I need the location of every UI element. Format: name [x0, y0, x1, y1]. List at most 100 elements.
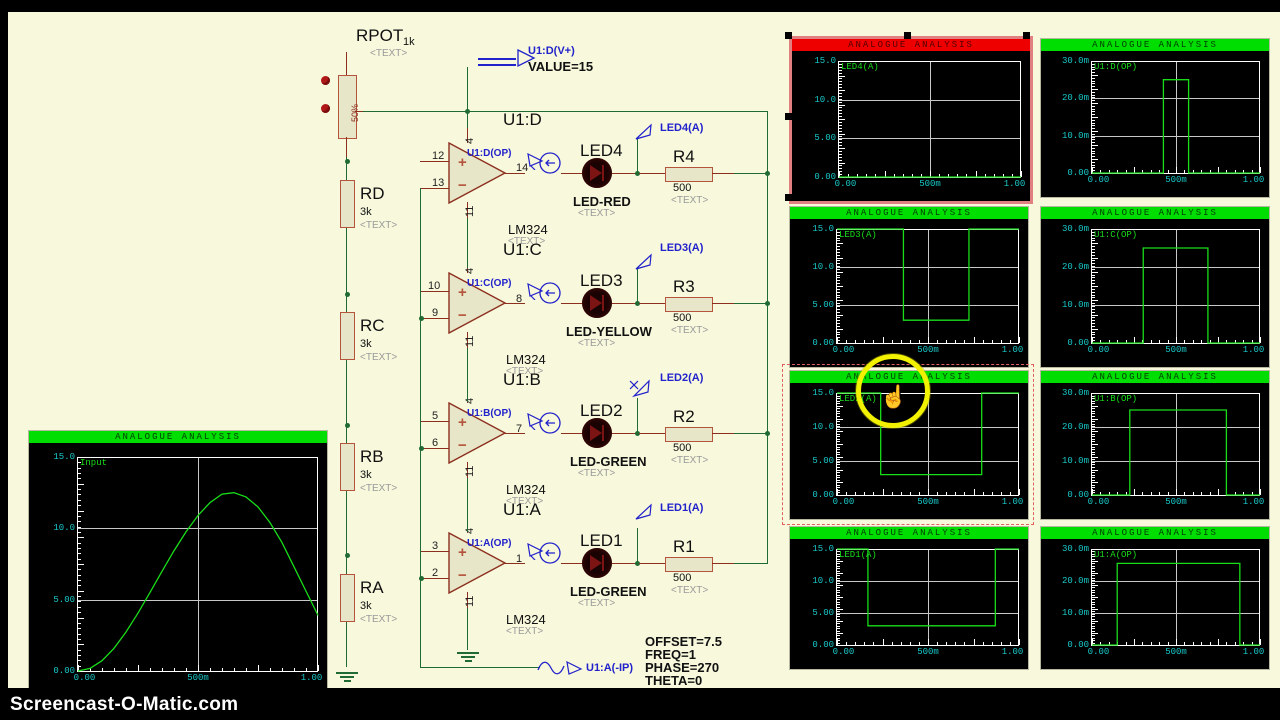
selection-handle[interactable]	[785, 113, 792, 120]
axis-minor-tick	[837, 308, 840, 310]
axis-minor-tick	[1234, 492, 1236, 495]
axis-minor-tick	[1176, 489, 1177, 495]
schematic-canvas[interactable]: RPOT 1k <TEXT> 50% U1:D(V+) VALUE=15 RD …	[8, 12, 1280, 688]
axis-minor-tick	[1234, 170, 1236, 173]
rd-body[interactable]	[340, 180, 355, 228]
axis-minor-tick	[1117, 170, 1119, 173]
u1d-pin-vplus: 4	[464, 137, 476, 144]
r3-body[interactable]	[665, 297, 713, 312]
axis-minor-tick	[1092, 97, 1095, 99]
axis-minor-tick	[1092, 243, 1098, 245]
graph-title-bar[interactable]: ANALOGUE ANALYSIS	[792, 39, 1030, 51]
axis-minor-tick	[955, 340, 957, 343]
axis-minor-tick	[1234, 340, 1236, 343]
axis-minor-tick	[902, 174, 904, 177]
y-axis-tick: 30.0m	[1061, 56, 1089, 66]
led2-ref: LED2	[580, 401, 623, 420]
ra-body[interactable]	[340, 574, 355, 622]
led1-symbol[interactable]	[582, 548, 612, 578]
graph-title-bar[interactable]: ANALOGUE ANALYSIS	[790, 527, 1028, 539]
axis-minor-tick	[1134, 337, 1135, 343]
axis-minor-tick	[1134, 167, 1135, 173]
axis-minor-tick	[1092, 300, 1098, 302]
selection-handle[interactable]	[1023, 113, 1030, 120]
led4-symbol[interactable]	[582, 158, 612, 188]
axis-minor-tick	[837, 288, 840, 290]
axis-minor-tick	[837, 451, 840, 453]
selection-handle[interactable]	[785, 32, 792, 39]
graph-title-bar[interactable]: ANALOGUE ANALYSIS	[1041, 527, 1269, 539]
selection-handle[interactable]	[1023, 32, 1030, 39]
pot-terminal-bottom	[321, 104, 330, 113]
axis-minor-tick	[1167, 340, 1169, 343]
axis-minor-tick	[78, 473, 81, 475]
axis-minor-tick	[1092, 479, 1095, 481]
axis-minor-tick	[909, 340, 911, 343]
graph-title-bar[interactable]: ANALOGUE ANALYSIS	[1041, 371, 1269, 383]
axis-minor-tick	[837, 616, 840, 618]
axis-minor-tick	[1092, 601, 1095, 603]
y-axis-tick: 20.0m	[1061, 422, 1089, 432]
axis-minor-tick	[1092, 75, 1098, 76]
axis-minor-tick	[837, 263, 840, 265]
axis-minor-tick	[1092, 489, 1093, 495]
axis-minor-tick	[1134, 639, 1135, 645]
graph-title-bar[interactable]: ANALOGUE ANALYSIS	[1041, 39, 1269, 51]
rpot-percent: 50%	[350, 103, 360, 122]
graph-legend: LED4(A)	[841, 62, 879, 72]
axis-minor-tick	[1100, 340, 1102, 343]
x-axis-tick: 0.00	[832, 345, 855, 355]
axis-minor-tick	[78, 515, 81, 517]
r2-body[interactable]	[665, 427, 713, 442]
plot-frame-right	[1259, 229, 1260, 343]
axis-minor-tick	[837, 461, 840, 463]
graph-legend: Input	[80, 458, 108, 468]
rc-body[interactable]	[340, 312, 355, 360]
axis-minor-tick	[1092, 431, 1098, 433]
selection-handle[interactable]	[904, 194, 911, 201]
graph-title-bar[interactable]: ANALOGUE ANALYSIS	[29, 431, 327, 443]
x-axis-tick: 0.00	[1087, 497, 1110, 507]
axis-minor-tick	[78, 462, 81, 464]
u1b-current-probe-icon	[539, 412, 561, 434]
axis-minor-tick	[1092, 395, 1095, 397]
selection-handle[interactable]	[785, 194, 792, 201]
x-axis-tick: 500m	[917, 647, 939, 657]
axis-minor-tick	[1092, 570, 1095, 572]
axis-minor-tick	[866, 174, 868, 177]
graph-title-bar[interactable]: ANALOGUE ANALYSIS	[790, 207, 1028, 219]
axis-minor-tick	[1218, 489, 1219, 495]
rpot-body[interactable]	[338, 75, 357, 139]
trace-led1a	[837, 548, 1019, 627]
axis-minor-tick	[928, 489, 929, 495]
selection-handle[interactable]	[904, 32, 911, 39]
r1-body[interactable]	[665, 557, 713, 572]
rb-body[interactable]	[340, 443, 355, 491]
axis-minor-tick	[78, 457, 84, 458]
led2-symbol[interactable]	[582, 418, 612, 448]
graph-title-bar[interactable]: ANALOGUE ANALYSIS	[1041, 207, 1269, 219]
selection-handle[interactable]	[1023, 194, 1030, 201]
axis-minor-tick	[1092, 642, 1095, 644]
axis-minor-tick	[1092, 77, 1095, 79]
r4-body[interactable]	[665, 167, 713, 182]
axis-minor-tick	[1092, 159, 1098, 160]
led3-symbol[interactable]	[582, 288, 612, 318]
